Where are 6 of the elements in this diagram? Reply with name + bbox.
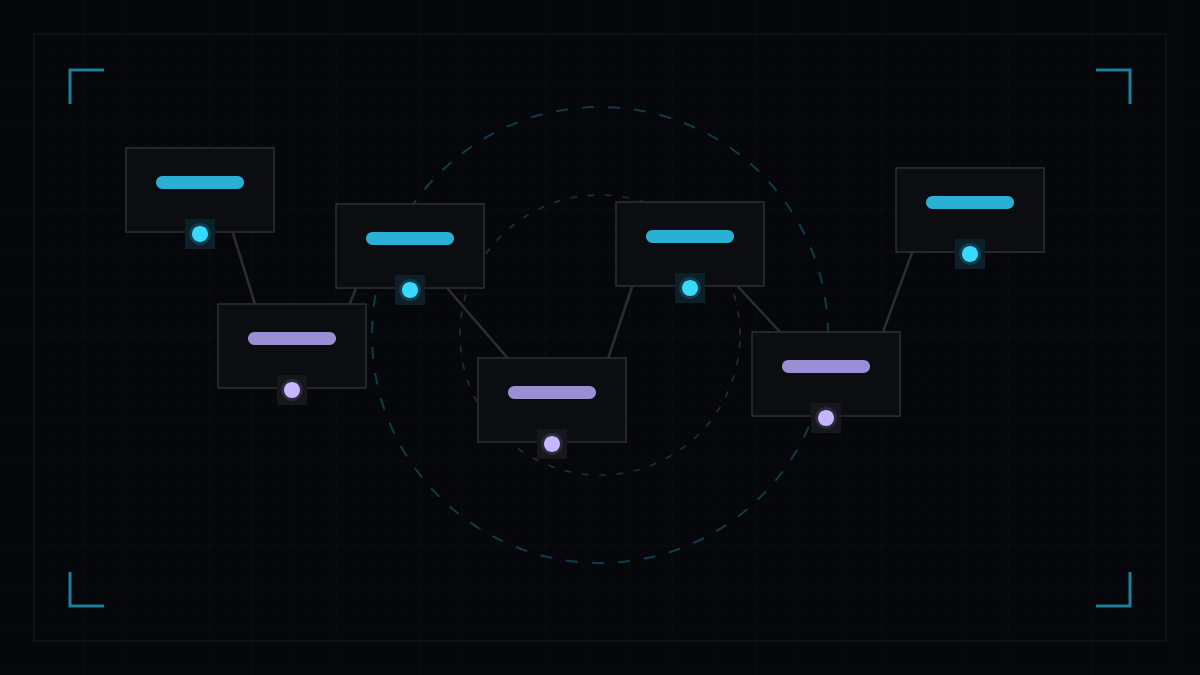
connector xyxy=(881,251,914,333)
connector xyxy=(348,287,358,305)
connector xyxy=(607,285,634,359)
connector xyxy=(446,287,509,359)
connector xyxy=(736,285,782,333)
connector xyxy=(231,231,257,305)
